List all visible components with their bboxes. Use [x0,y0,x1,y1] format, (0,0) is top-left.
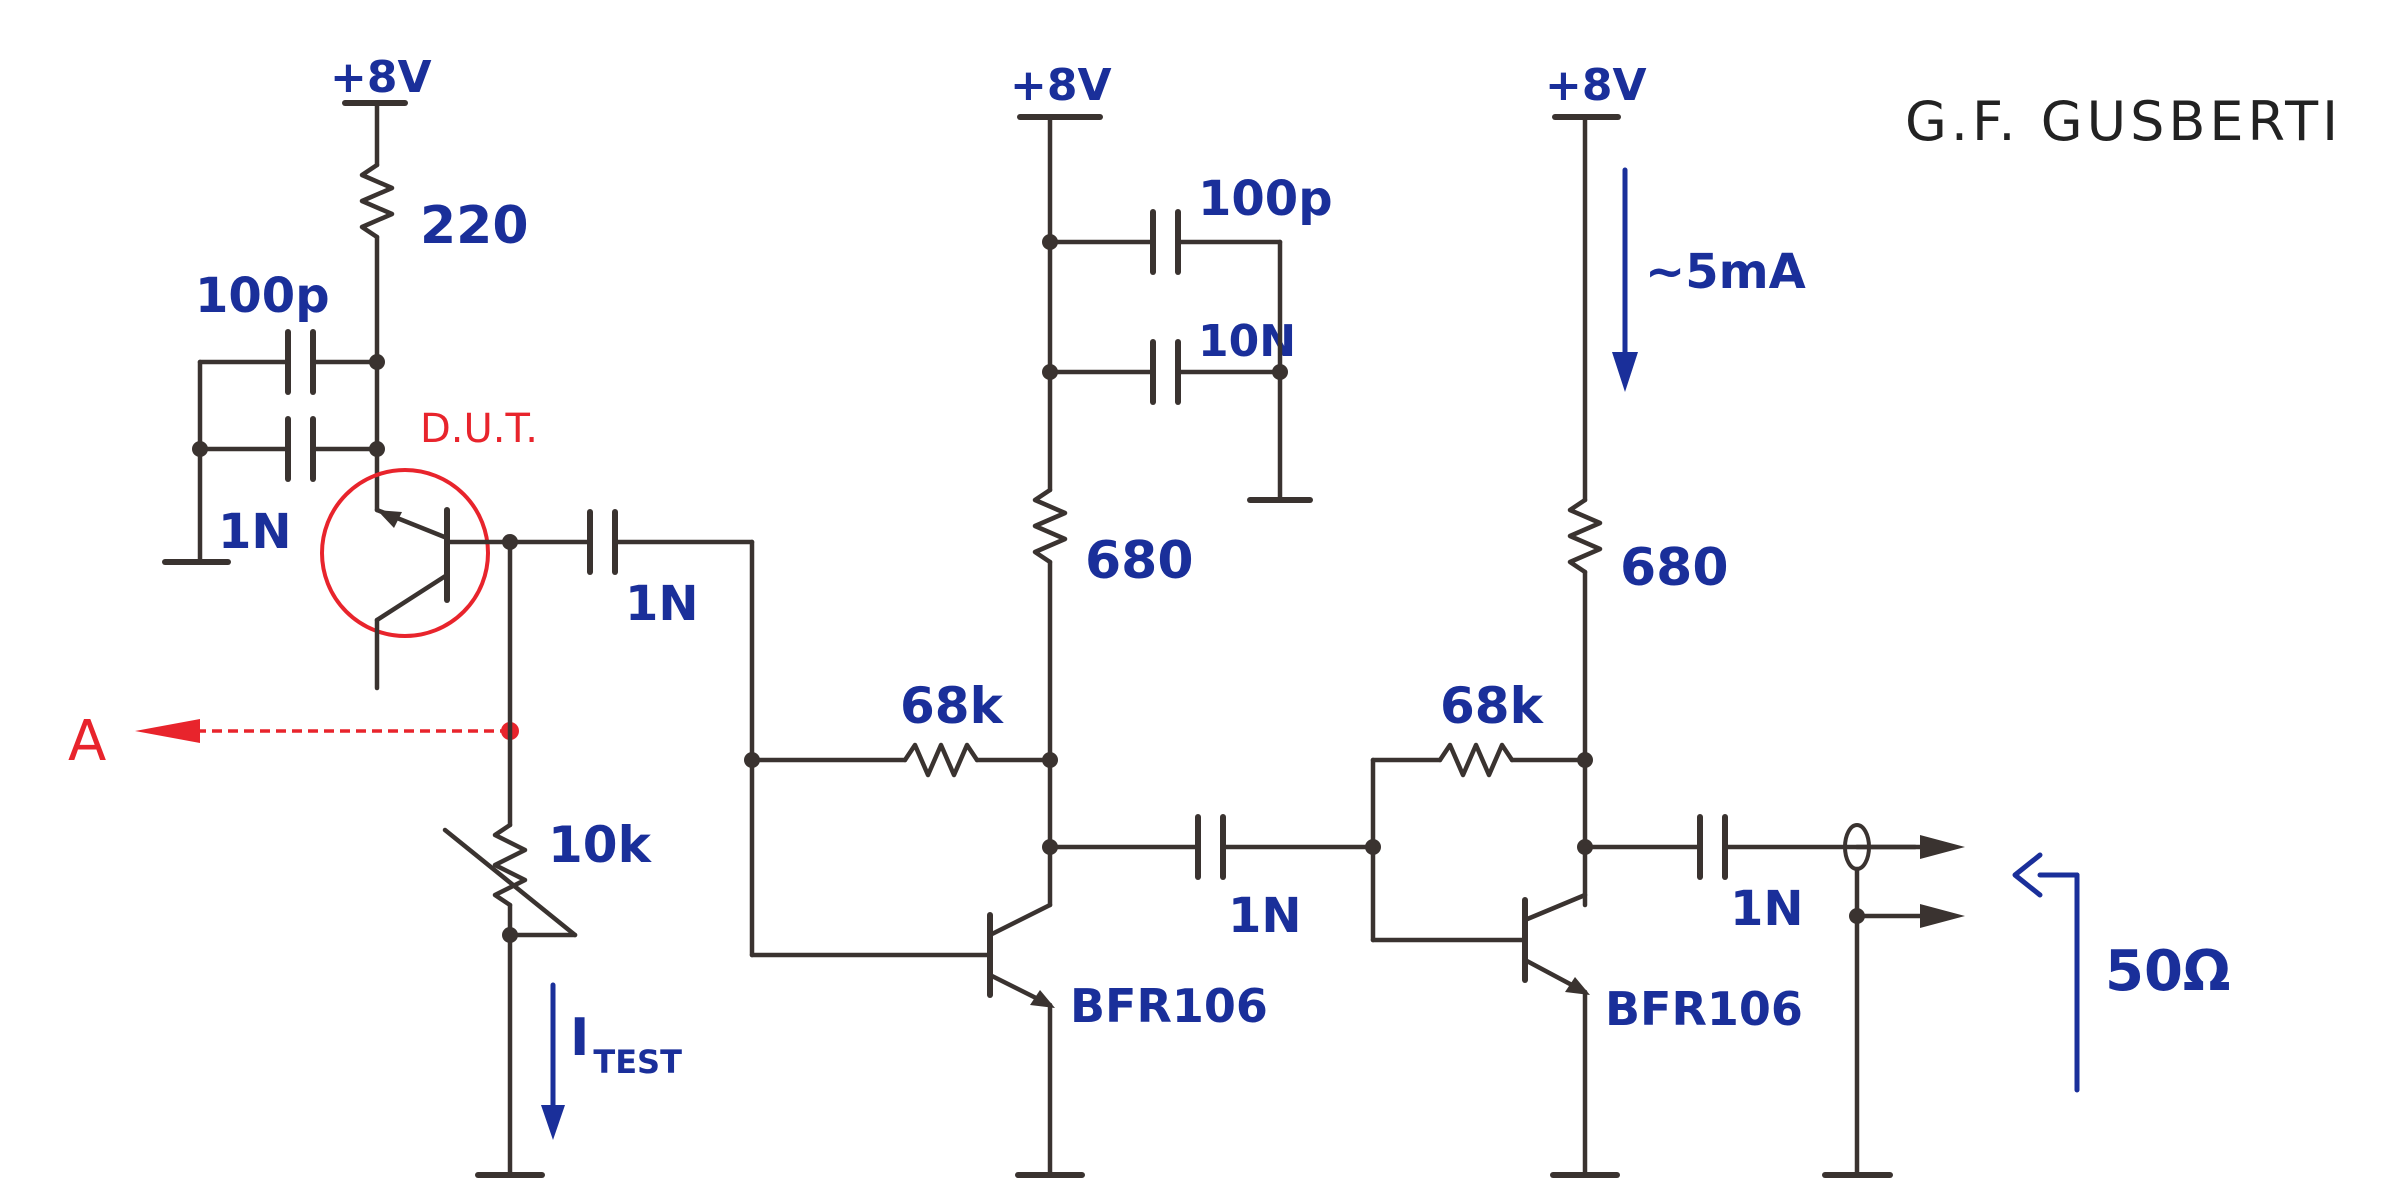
supply-right-label: +8V [1545,60,1647,111]
resistor-680-stage2 [1567,497,1603,575]
test-point-a-label: A [68,709,106,774]
potentiometer-10k [492,822,528,908]
dut-circle [320,468,490,638]
current-stage2-label: ~5mA [1645,244,1806,300]
resistor-680-stage1-label: 680 [1085,531,1194,591]
test-point-a [135,719,519,743]
resistor-68k-stage1-label: 68k [900,677,1005,735]
transistor-bfr106-stage1 [749,902,1085,1178]
transistor-stage2-label: BFR106 [1605,982,1803,1036]
coupling-cap-2-label: 1N [1228,888,1302,944]
resistor-68k-stage2-label: 68k [1440,677,1545,735]
itest-main: I [570,1008,589,1068]
capacitor-100p-dut [197,329,380,395]
supply-left-label: +8V [330,52,432,103]
resistor-68k-stage1 [902,742,980,778]
transistor-stage1-label: BFR106 [1070,979,1268,1033]
coupling-cap-2 [1047,814,1376,880]
coupling-cap-1-label: 1N [625,576,699,632]
stage-2: +8V ~5mA 680 68k BFR10 [1365,60,1918,1178]
resistor-680-stage2-label: 680 [1620,538,1729,598]
stage-1: +8V 100p 10N 680 [744,60,1376,1178]
cap-100p-dut-label: 100p [195,268,330,324]
author-label: G.F. GUSBERTI [1905,90,2342,153]
capacitor-1n-dut [197,416,380,482]
dut-transistor [374,507,513,691]
cap-100p-stage1-label: 100p [1198,171,1333,227]
itest-arrow [541,982,565,1140]
transistor-bfr106-stage2 [1370,892,1620,1178]
current-arrow-stage2 [1612,167,1638,392]
supply-middle-label: +8V [1010,60,1112,111]
resistor-220-label: 220 [420,196,529,256]
capacitor-10n-stage1 [1047,339,1283,405]
resistor-68k-stage2 [1437,742,1515,778]
dut-label: D.U.T. [420,406,538,452]
itest-sub: TEST [593,1043,682,1081]
output-signal-arrow [1920,835,1965,859]
resistor-680-stage1 [1032,487,1068,565]
bias-branch [442,539,578,1178]
dut-section: +8V 220 100p 1N D.U.T. [162,52,538,691]
coupling-cap-3-label: 1N [1730,881,1804,937]
cap-1n-dut-label: 1N [218,504,292,560]
impedance-arrow [2012,852,2080,1093]
coupling-cap-1 [507,509,755,958]
resistor-220 [359,162,395,240]
capacitor-100p-stage1 [1047,209,1283,275]
impedance-label: 50Ω [2105,939,2231,1004]
output-ground-arrow [1920,904,1965,928]
output-connector [1822,823,1965,1178]
potentiometer-10k-label: 10k [548,816,653,874]
